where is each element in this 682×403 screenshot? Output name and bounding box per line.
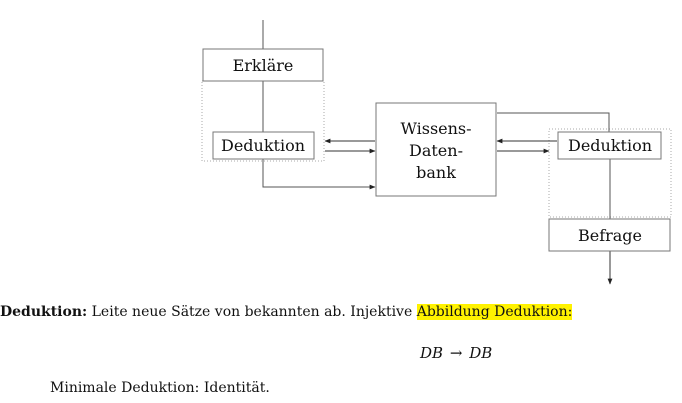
wissens-line1: Wissens- — [400, 119, 471, 138]
wissensdatenbank-box: Wissens- Daten- bank — [375, 102, 497, 197]
erklaere-label: Erkläre — [233, 56, 294, 75]
mapping-formula: DB → DB — [420, 344, 492, 362]
deduktion-left-label: Deduktion — [221, 136, 305, 155]
definition-text: Leite neue Sätze von bekannten ab. Injek… — [87, 304, 417, 320]
definition-term: Deduktion: — [0, 304, 88, 320]
db-to-befrage-line — [497, 112, 610, 132]
highlighted-phrase: Abbildung Deduktion: — [416, 304, 573, 320]
deduktion-left-box: Deduktion — [212, 131, 315, 160]
befrage-box: Befrage — [548, 218, 671, 252]
deduktion-to-db-arrow — [262, 159, 376, 190]
wissens-line2: Daten- — [409, 141, 463, 160]
befrage-label: Befrage — [578, 226, 642, 245]
formula-codomain: DB — [469, 344, 493, 362]
erklaere-box: Erkläre — [202, 48, 324, 82]
formula-domain: DB — [420, 344, 444, 362]
process-diagram: Erkläre Deduktion Wissens- Daten- bank D… — [201, 20, 672, 285]
definition-paragraph: Deduktion: Leite neue Sätze von bekannte… — [0, 304, 573, 320]
deduktion-right-label: Deduktion — [568, 136, 652, 155]
deduktion-right-box: Deduktion — [557, 131, 662, 160]
minimal-deduction-text: Minimale Deduktion: Identität. — [50, 380, 270, 396]
wissens-line3: bank — [416, 163, 456, 182]
formula-arrow: → — [449, 344, 463, 362]
